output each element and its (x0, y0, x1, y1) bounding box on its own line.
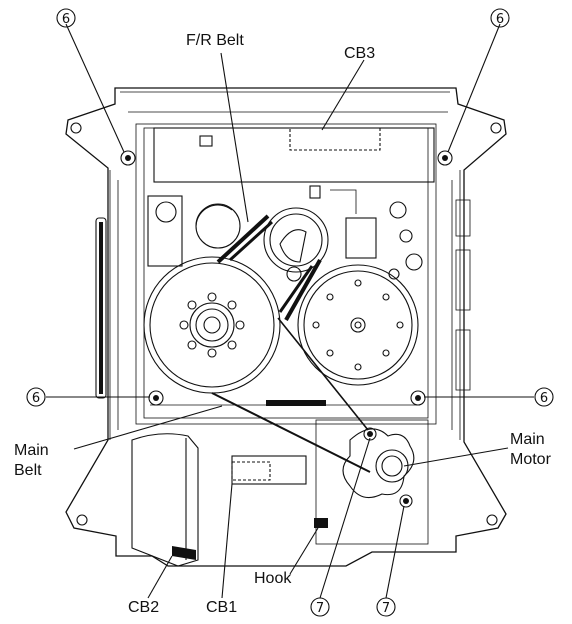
cb3-board (153, 127, 435, 183)
leader-lines (46, 23, 534, 599)
callout-7-left: 7 (310, 597, 330, 617)
svg-text:6: 6 (32, 391, 40, 406)
callout-7-right: 7 (376, 597, 396, 617)
cb1-board (231, 455, 307, 485)
cb2-board (131, 433, 199, 567)
main-belt (150, 317, 420, 473)
main-belt-label-line2: Belt (14, 462, 42, 479)
right-reel (297, 264, 419, 386)
fr-belt (216, 214, 322, 321)
main-belt-label-line1: Main (14, 442, 49, 459)
svg-text:7: 7 (382, 601, 390, 616)
main-motor (315, 419, 429, 545)
svg-text:7: 7 (316, 601, 324, 616)
svg-text:6: 6 (62, 12, 70, 27)
svg-text:6: 6 (540, 391, 548, 406)
svg-text:6: 6 (496, 12, 504, 27)
fr-belt-label: F/R Belt (186, 32, 244, 49)
cb1-label: CB1 (206, 599, 237, 616)
gear-mechanisms (147, 189, 423, 406)
fr-pulley (263, 185, 329, 282)
callout-6-top-right: 6 (490, 8, 510, 28)
cb2-label: CB2 (128, 599, 159, 616)
callout-6-mid-left: 6 (26, 387, 46, 407)
main-motor-label-line1: Main (510, 431, 545, 448)
hook-part (314, 518, 328, 528)
callout-6-top-left: 6 (56, 8, 76, 28)
hook-label: Hook (254, 570, 292, 587)
callout-6-mid-right: 6 (534, 387, 554, 407)
main-motor-label-line2: Motor (510, 451, 552, 468)
cb3-label: CB3 (344, 45, 375, 62)
screw-6-positions (120, 150, 453, 406)
